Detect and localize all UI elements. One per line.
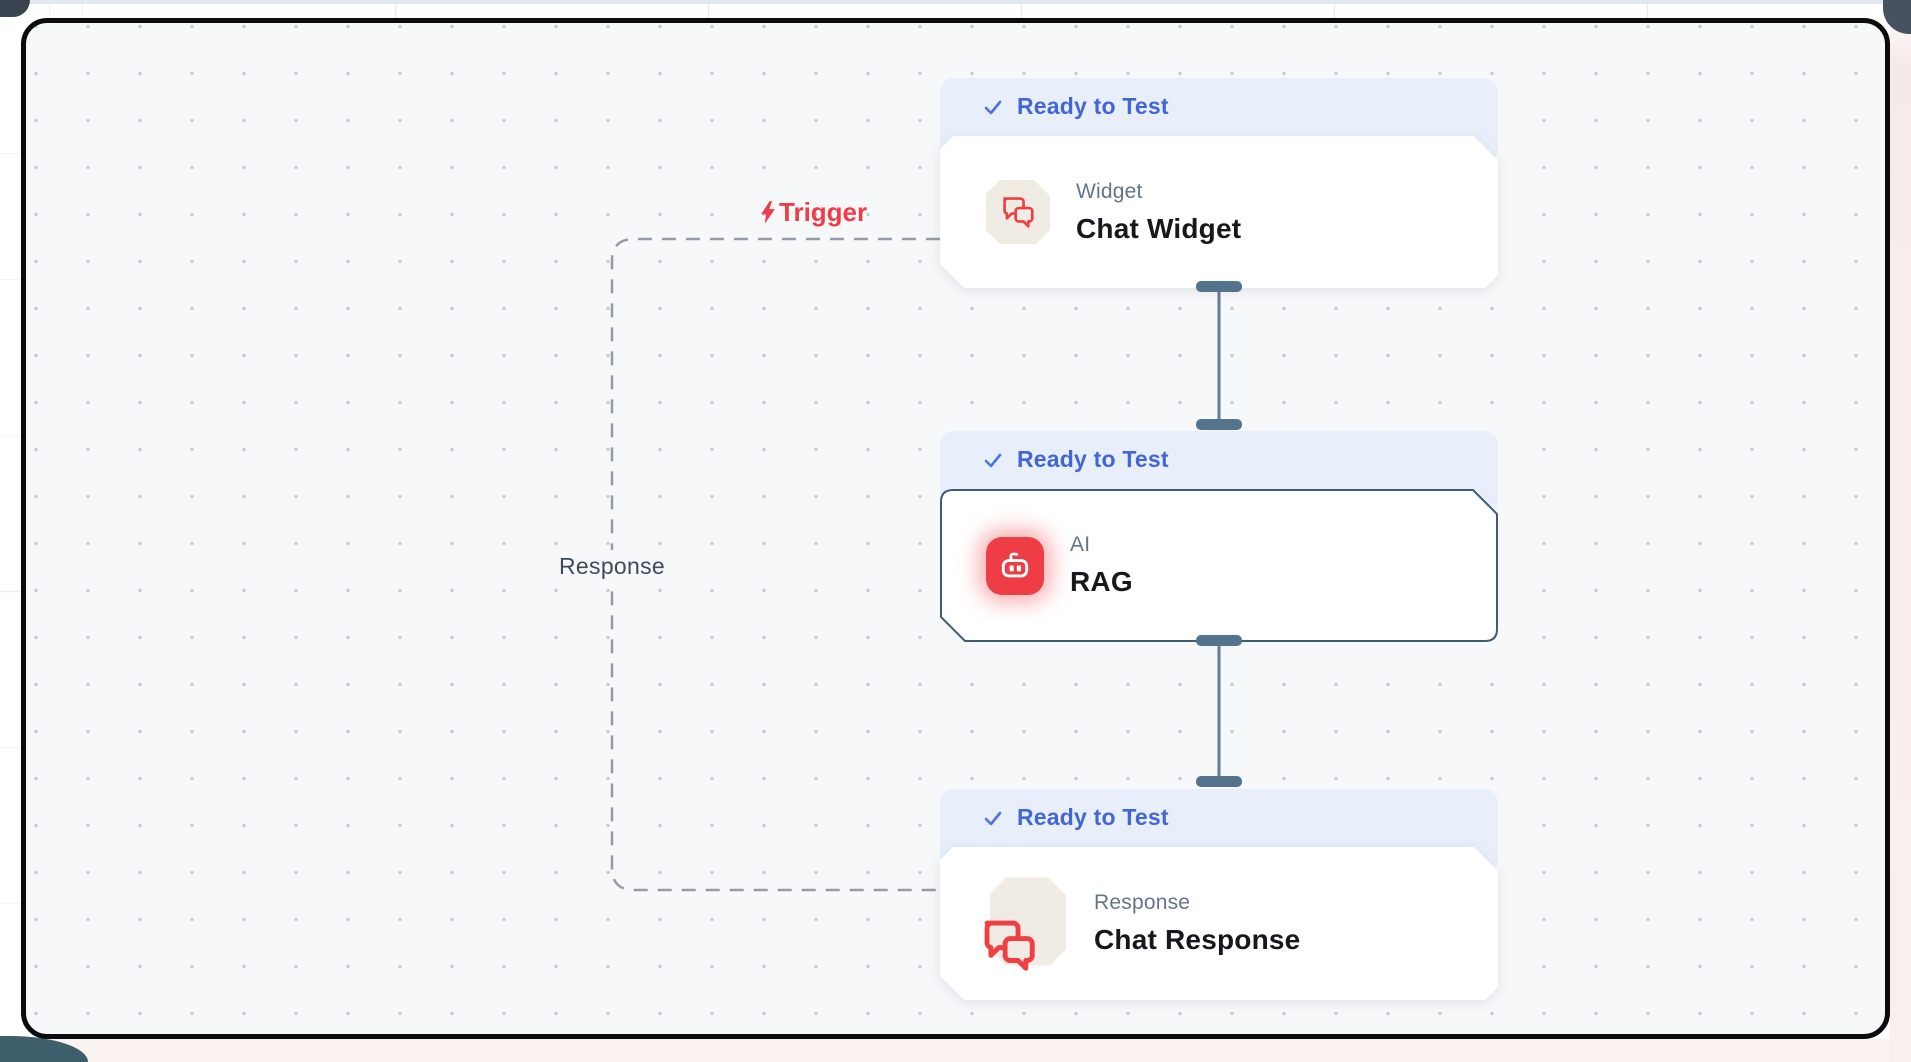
- lightning-bolt-icon: [761, 201, 775, 224]
- page-right-strip: [1890, 0, 1911, 1062]
- target-handle-chat-response[interactable]: [1196, 776, 1242, 787]
- robot-icon: [986, 536, 1044, 595]
- node-title: Chat Widget: [1076, 212, 1242, 244]
- node-rag-group: Ready to Test: [940, 431, 1498, 642]
- trigger-edge-label: Trigger: [760, 197, 867, 228]
- node-chat-widget-group: Ready to Test Widget Chat Widget: [940, 78, 1498, 288]
- check-icon: [984, 100, 1002, 115]
- workflow-canvas[interactable]: Ready to Test Widget Chat Widget: [21, 18, 1890, 1039]
- node-chat-response-group: Ready to Test Response Chat Response: [940, 789, 1498, 1000]
- source-handle-rag[interactable]: [1196, 635, 1242, 646]
- node-card-chat-response[interactable]: Response Chat Response: [940, 847, 1498, 1000]
- node-category: AI: [1070, 533, 1091, 556]
- page-bottom-strip: [0, 1039, 1890, 1062]
- check-icon: [984, 453, 1002, 468]
- trigger-edge-label-text: Trigger: [779, 197, 868, 227]
- chat-bubbles-icon: [980, 878, 1068, 970]
- node-card-chat-widget[interactable]: Widget Chat Widget: [940, 136, 1498, 288]
- node-title: Chat Response: [1094, 924, 1301, 955]
- status-badge-label: Ready to Test: [1017, 804, 1169, 830]
- source-handle-chat-widget[interactable]: [1196, 281, 1242, 292]
- status-badge-label: Ready to Test: [1017, 446, 1169, 472]
- chat-bubbles-icon: [986, 180, 1050, 244]
- target-handle-rag[interactable]: [1196, 419, 1242, 430]
- response-edge-label: Response: [549, 550, 675, 583]
- selected-node-border: [940, 489, 1498, 642]
- background-corner-shape: [0, 0, 30, 17]
- node-card-rag[interactable]: AI RAG: [940, 489, 1498, 642]
- node-category: Response: [1094, 891, 1191, 914]
- page-top-divider: [0, 0, 1911, 4]
- node-title: RAG: [1070, 566, 1133, 597]
- check-icon: [984, 811, 1002, 826]
- node-category: Widget: [1076, 179, 1143, 203]
- status-badge-label: Ready to Test: [1017, 93, 1169, 119]
